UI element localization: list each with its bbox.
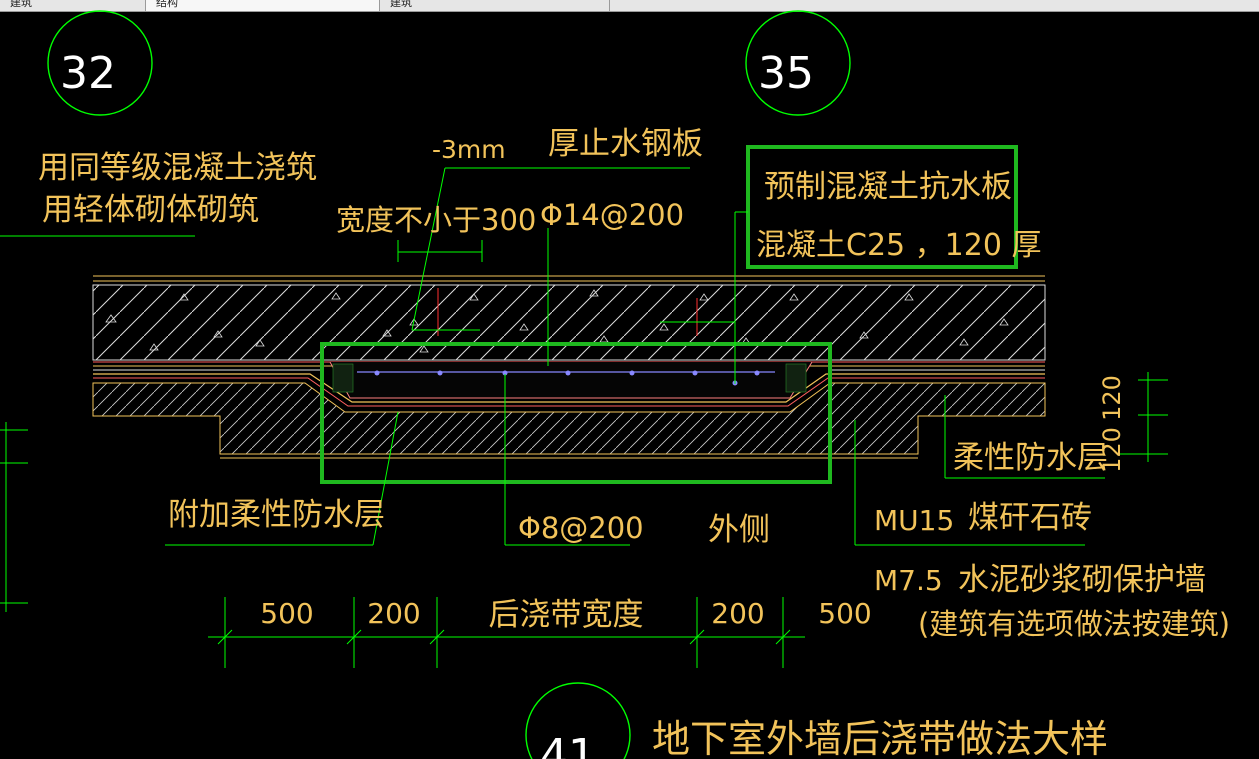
label-rebar-bottom: Φ8@200 xyxy=(518,511,644,545)
label-note-building: (建筑有选项做法按建筑) xyxy=(918,607,1230,641)
brick-protective-wall xyxy=(92,373,1046,459)
label-minus-3mm: -3mm xyxy=(432,135,506,164)
label-mu15: MU15 xyxy=(874,504,954,537)
label-concrete-spec: 混凝土C25 ，120 厚 xyxy=(756,228,1041,263)
dim-text-500-left: 500 xyxy=(260,597,313,630)
post-cast-strip xyxy=(329,361,813,399)
highlight-post-cast-area xyxy=(320,342,832,484)
label-flexible-waterproof: 柔性防水层 xyxy=(953,440,1108,476)
top-concrete-slab xyxy=(92,275,1046,371)
detail-bubble-41: 41 xyxy=(525,682,631,759)
label-light-masonry: 用轻体砌体砌筑 xyxy=(42,192,259,228)
tab-building-1[interactable]: 建筑 xyxy=(0,0,146,11)
highlight-precast-note xyxy=(746,145,1018,269)
label-cement-wall: 水泥砂浆砌保护墙 xyxy=(958,562,1206,598)
bottom-dimension-chain xyxy=(208,597,805,668)
detail-bubble-32: 32 xyxy=(47,10,153,116)
label-outside: 外侧 xyxy=(708,512,770,548)
water-stop-plate xyxy=(437,288,698,336)
tab-structure[interactable]: 结构 xyxy=(146,0,380,11)
detail-bubble-35: 35 xyxy=(745,10,851,116)
bubble-32-text: 32 xyxy=(60,48,116,99)
label-water-stop-plate: 厚止水钢板 xyxy=(548,126,703,162)
bubble-41-text: 41 xyxy=(540,730,596,759)
drawing-title: 地下室外墙后浇带做法大样 xyxy=(652,717,1108,759)
label-coal-brick: 煤矸石砖 xyxy=(968,500,1092,536)
label-rebar-top: Φ14@200 xyxy=(540,198,684,232)
dim-text-200-right: 200 xyxy=(711,597,764,630)
bubble-35-text: 35 xyxy=(758,48,814,99)
label-width-min: 宽度不小于300 xyxy=(336,203,536,237)
right-dimension xyxy=(1120,372,1168,462)
label-precast-board: 预制混凝土抗水板 xyxy=(764,169,1012,205)
label-pour-same-concrete: 用同等级混凝土浇筑 xyxy=(38,150,317,186)
dim-text-500-right: 500 xyxy=(818,597,871,630)
dim-text-200-left: 200 xyxy=(367,597,420,630)
document-tab-bar: 建筑 结构 建筑 xyxy=(0,0,1259,12)
label-dim-120-b: 120 xyxy=(1098,427,1126,473)
label-dim-120-a: 120 xyxy=(1098,375,1126,421)
label-extra-waterproof: 附加柔性防水层 xyxy=(168,497,385,533)
label-m75: M7.5 xyxy=(874,564,943,597)
tab-building-2[interactable]: 建筑 xyxy=(380,0,610,11)
dim-text-post-cast-width: 后浇带宽度 xyxy=(489,597,644,633)
leader-lines xyxy=(0,167,1105,546)
left-dimension xyxy=(0,422,28,612)
